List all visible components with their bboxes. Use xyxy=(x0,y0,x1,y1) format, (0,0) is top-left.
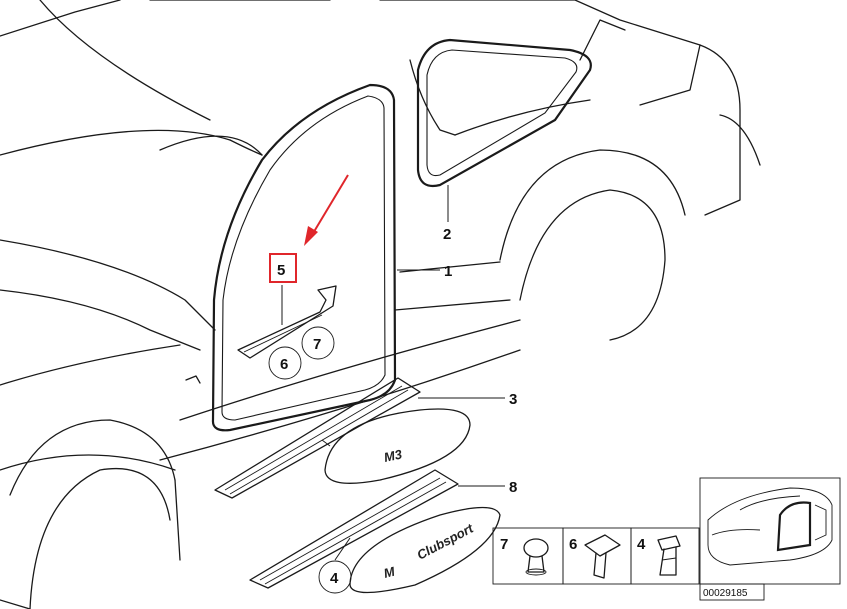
sill-strip-clubsport xyxy=(249,469,501,594)
legend-7-label: 7 xyxy=(500,536,508,553)
callout-6-circle: 6 xyxy=(268,346,302,380)
car-body-outline xyxy=(0,0,761,609)
highlight-box xyxy=(269,253,297,283)
thumbnail-car-icon xyxy=(707,487,833,566)
reference-number: 00029185 xyxy=(703,588,748,599)
callout-7-circle: 7 xyxy=(301,326,335,360)
callout-3: 3 xyxy=(509,391,517,408)
highlight-arrow xyxy=(304,174,349,246)
callout-6: 6 xyxy=(280,356,288,373)
callout-4: 4 xyxy=(330,570,339,587)
callout-8: 8 xyxy=(509,479,517,496)
badge-m3: M3 xyxy=(383,446,405,465)
badge-m-logo: M xyxy=(382,563,397,580)
callout-1: 1 xyxy=(444,263,452,280)
clip-4-icon xyxy=(657,535,681,576)
door-frame-seal xyxy=(211,83,397,432)
trim-strip xyxy=(237,285,337,359)
clip-7-icon xyxy=(523,538,549,576)
callout-5: 5 xyxy=(277,262,285,279)
legend-4-label: 4 xyxy=(637,536,646,553)
clip-6-icon xyxy=(584,534,621,579)
callout-4-circle: 4 xyxy=(318,560,352,594)
callout-7: 7 xyxy=(313,336,321,353)
legend-6-label: 6 xyxy=(569,536,577,553)
leader-lines xyxy=(281,185,505,561)
rear-quarter-seal xyxy=(416,38,592,188)
sill-strip-m3 xyxy=(214,377,471,499)
callout-2: 2 xyxy=(443,226,451,243)
legend: 7 6 4 00029185 xyxy=(492,477,841,601)
